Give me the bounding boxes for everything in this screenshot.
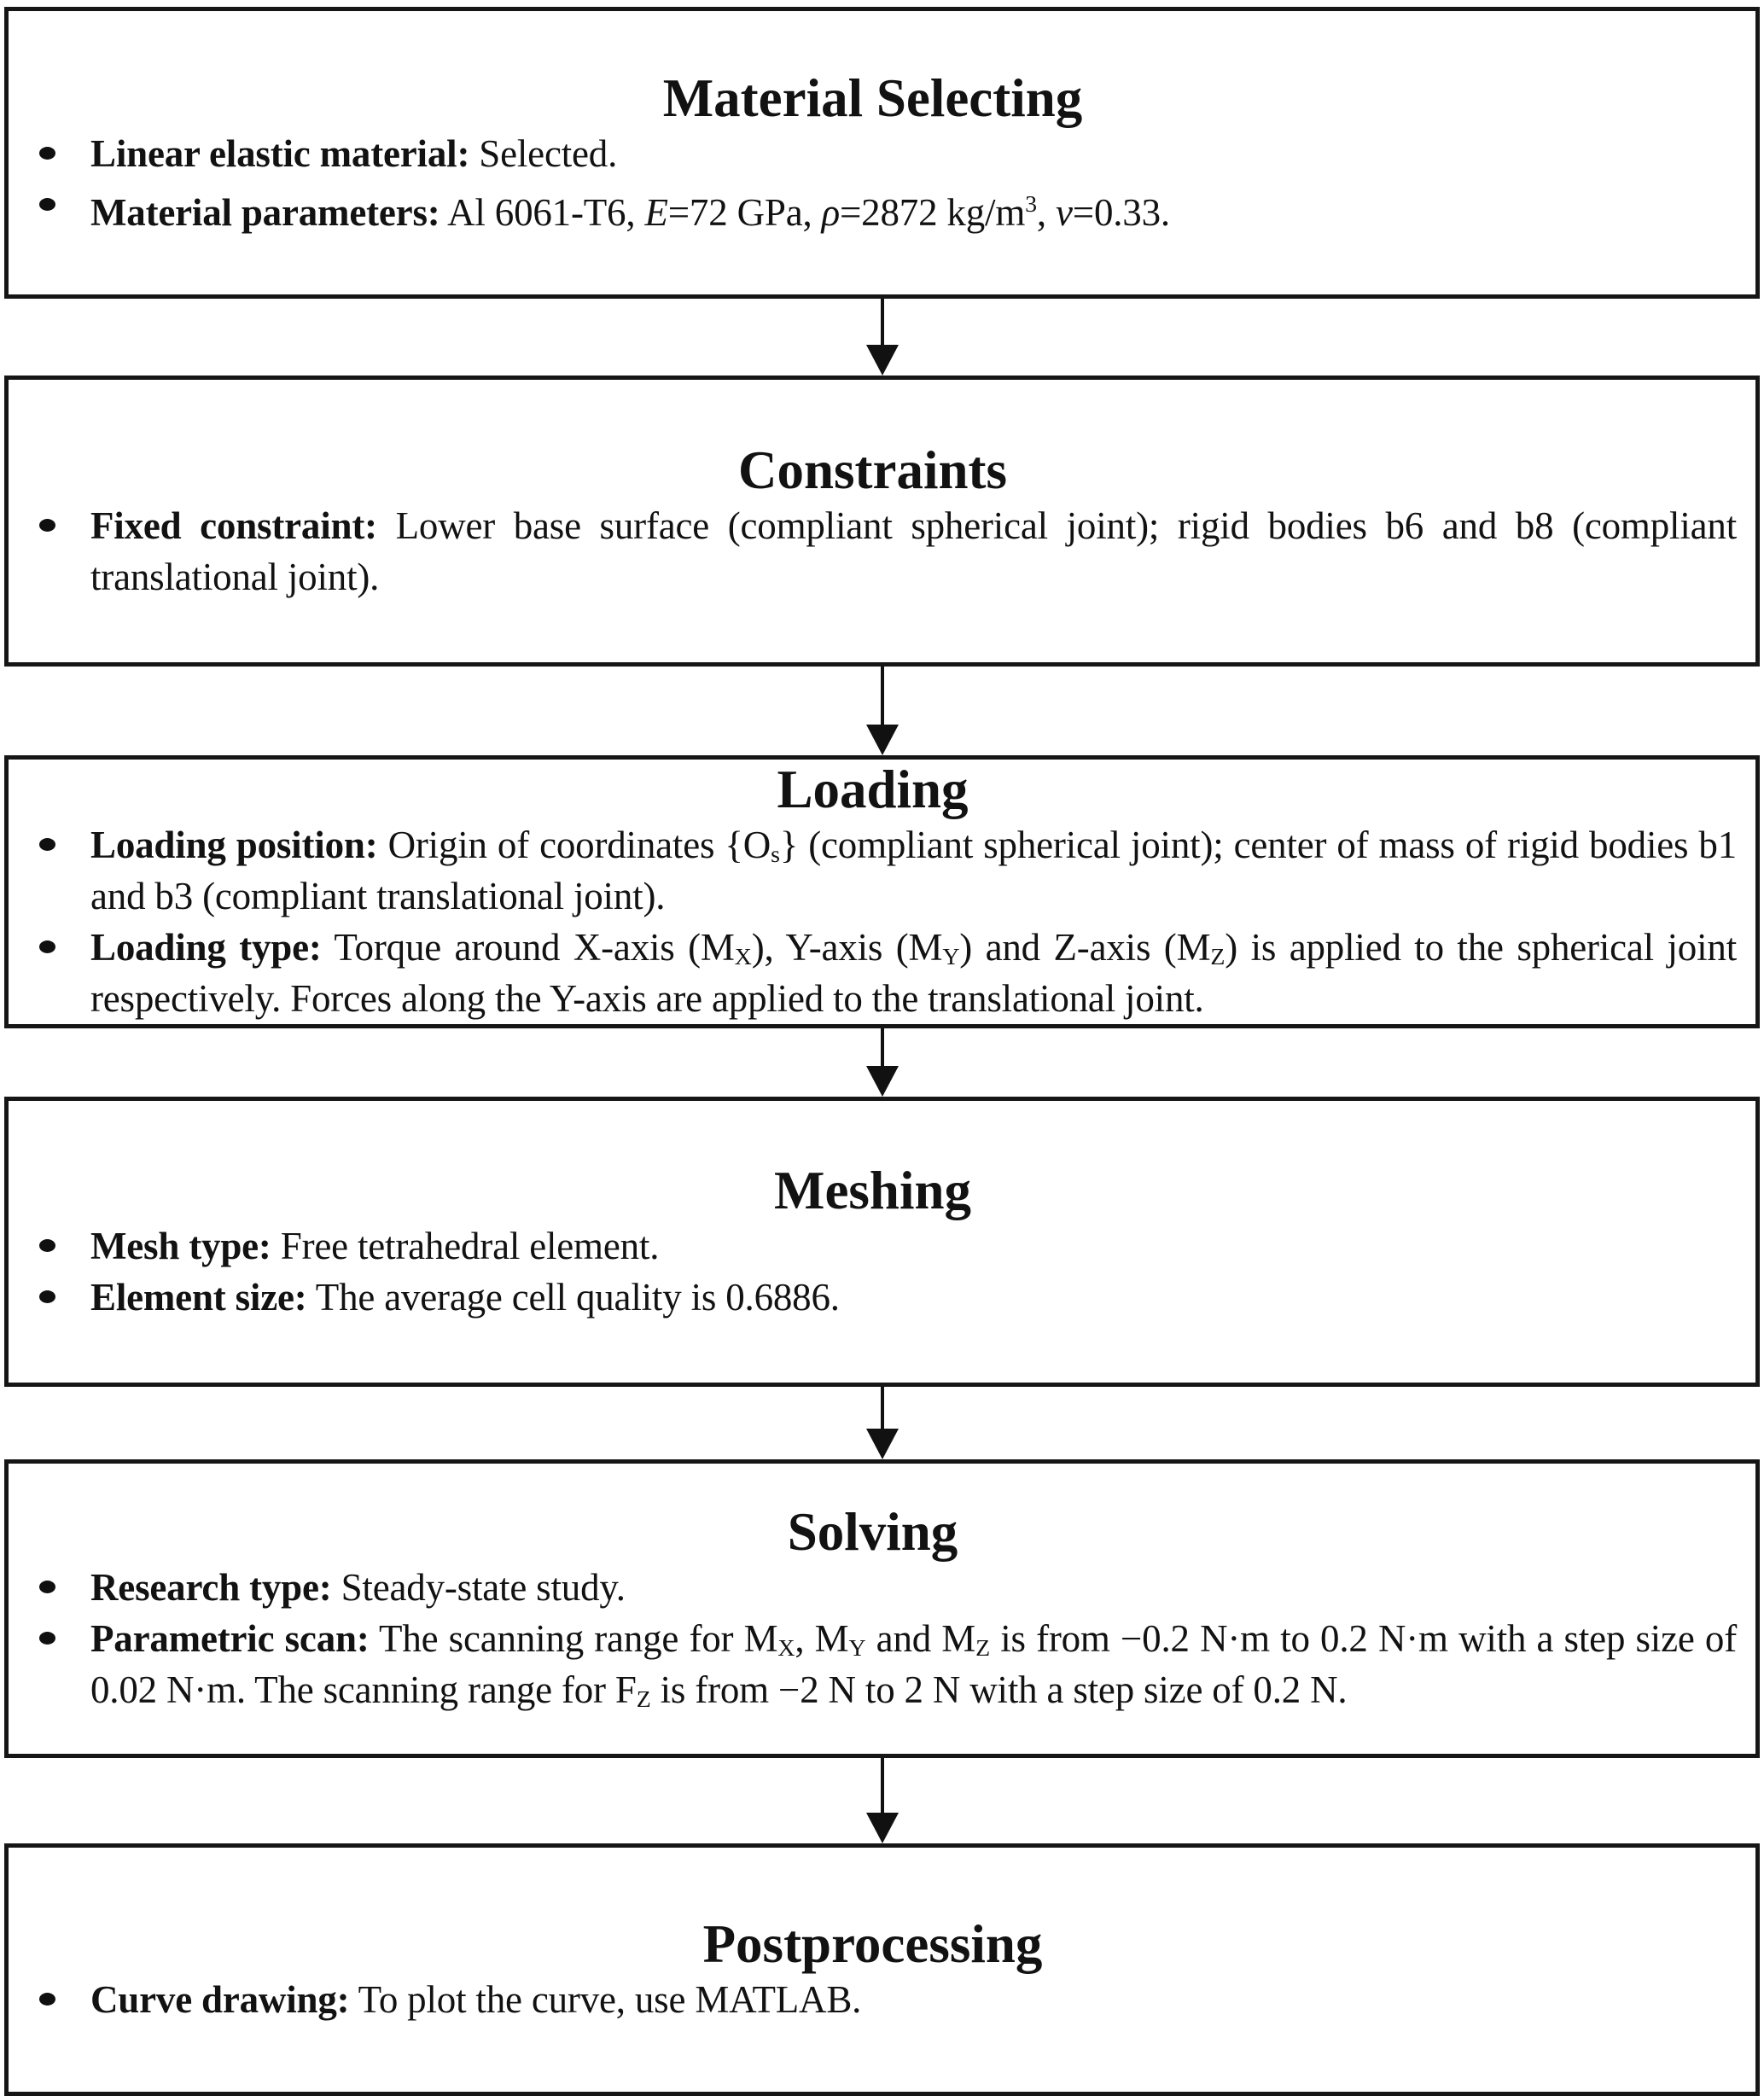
flow-box: Constraints Fixed constraint: Lower base… xyxy=(4,376,1760,667)
bullet-item: Research type: Steady-state study. xyxy=(9,1562,1737,1613)
flow-arrow xyxy=(4,1758,1760,1843)
box-title: Constraints xyxy=(737,440,1008,500)
flow-arrow xyxy=(4,1028,1760,1097)
box-title: Material Selecting xyxy=(662,67,1083,128)
bullet-text-segment: =2872 kg/m xyxy=(839,190,1026,234)
bullet-list: Fixed constraint: Lower base surface (co… xyxy=(9,500,1737,603)
bullet-text-segment: =72 GPa, xyxy=(667,190,822,234)
bullet-text-segment: Y xyxy=(848,1635,866,1662)
bullet-text-segment: Element size: xyxy=(90,1276,307,1319)
box-title: Meshing xyxy=(773,1161,972,1220)
arrow-stem-icon xyxy=(880,667,884,725)
bullet-text-segment: Steady-state study. xyxy=(331,1566,626,1609)
bullet-text-segment: X xyxy=(777,1635,795,1662)
bullet-list: Loading position: Origin of coordinates … xyxy=(9,819,1737,1024)
flow-arrow xyxy=(4,299,1760,376)
bullet-item: Linear elastic material: Selected. xyxy=(9,128,1737,179)
bullet-text-segment: , xyxy=(1036,190,1056,234)
bullet-text-segment: Loading type: xyxy=(90,926,322,969)
arrow-stem-icon xyxy=(880,1028,884,1066)
bullet-text-segment: Fixed constraint: xyxy=(90,504,377,547)
bullet-list: Linear elastic material: Selected.Materi… xyxy=(9,128,1737,238)
bullet-text-segment: Mesh type: xyxy=(90,1225,271,1267)
bullet-text-segment: Origin of coordinates {O xyxy=(377,824,771,866)
bullet-text-segment: Z xyxy=(1210,944,1225,971)
bullet-text-segment: ), Y-axis (M xyxy=(751,926,943,969)
bullet-text-segment: Loading position: xyxy=(90,824,378,866)
bullet-text-segment: Y xyxy=(942,944,960,971)
bullet-list: Research type: Steady-state study.Parame… xyxy=(9,1562,1737,1715)
bullet-item: Material parameters: Al 6061-T6, E=72 GP… xyxy=(9,179,1737,238)
bullet-text-segment: The average cell quality is 0.6886. xyxy=(306,1276,840,1319)
bullet-text-segment: and M xyxy=(865,1617,976,1660)
arrow-stem-icon xyxy=(880,1758,884,1813)
bullet-text-segment: E xyxy=(644,190,668,234)
arrow-stem-icon xyxy=(880,1387,884,1429)
bullet-text-segment: Torque around X-axis (M xyxy=(321,926,735,969)
bullet-text-segment: Z xyxy=(975,1635,990,1662)
flow-box: Solving Research type: Steady-state stud… xyxy=(4,1459,1760,1758)
bullet-text-segment: is from −2 N to 2 N with a step size of … xyxy=(650,1668,1348,1711)
bullet-text-segment: ν xyxy=(1055,190,1073,234)
bullet-text-segment: To plot the curve, use MATLAB. xyxy=(349,1978,862,2021)
bullet-list: Curve drawing: To plot the curve, use MA… xyxy=(9,1974,1737,2025)
bullet-text-segment: =0.33. xyxy=(1072,190,1170,234)
bullet-item: Parametric scan: The scanning range for … xyxy=(9,1613,1737,1715)
arrow-down-icon xyxy=(865,725,899,755)
bullet-text-segment: X xyxy=(734,944,752,971)
bullet-text-segment: The scanning range for M xyxy=(369,1617,778,1660)
bullet-text-segment: ρ xyxy=(821,190,841,234)
bullet-text-segment: s xyxy=(771,841,780,869)
box-title: Solving xyxy=(787,1502,958,1562)
bullet-item: Curve drawing: To plot the curve, use MA… xyxy=(9,1974,1737,2025)
arrow-down-icon xyxy=(865,1813,899,1843)
flow-box: Material Selecting Linear elastic materi… xyxy=(4,7,1760,299)
bullet-text-segment: Al 6061-T6, xyxy=(440,190,645,234)
bullet-item: Fixed constraint: Lower base surface (co… xyxy=(9,500,1737,603)
box-title: Postprocessing xyxy=(702,1914,1043,1974)
box-title: Loading xyxy=(777,760,969,819)
bullet-text-segment: Research type: xyxy=(90,1566,332,1609)
bullet-text-segment: Curve drawing: xyxy=(90,1978,350,2021)
arrow-stem-icon xyxy=(880,299,884,345)
bullet-text-segment: } (compliant spherical joint); center of… xyxy=(90,824,1738,917)
flow-box: Loading Loading position: Origin of coor… xyxy=(4,755,1760,1028)
arrow-down-icon xyxy=(865,1066,899,1097)
flow-arrow xyxy=(4,1387,1760,1459)
bullet-text-segment: Material parameters: xyxy=(90,190,440,234)
bullet-item: Loading position: Origin of coordinates … xyxy=(9,819,1737,922)
bullet-text-segment: , M xyxy=(795,1617,849,1660)
arrow-down-icon xyxy=(865,345,899,376)
bullet-text-segment: ) and Z-axis (M xyxy=(959,926,1211,969)
flow-box: Postprocessing Curve drawing: To plot th… xyxy=(4,1843,1760,2096)
bullet-text-segment: Free tetrahedral element. xyxy=(271,1225,660,1267)
bullet-text-segment: ) is applied to the spherical joint resp… xyxy=(90,926,1738,1020)
bullet-text-segment: Linear elastic material: xyxy=(90,131,470,175)
bullet-text-segment: Lower base surface (compliant spherical … xyxy=(90,504,1738,598)
bullet-item: Element size: The average cell quality i… xyxy=(9,1272,1737,1323)
bullet-list: Mesh type: Free tetrahedral element.Elem… xyxy=(9,1220,1737,1323)
bullet-text-segment: Selected. xyxy=(469,131,618,175)
flow-box: Meshing Mesh type: Free tetrahedral elem… xyxy=(4,1097,1760,1387)
bullet-text-segment: Z xyxy=(636,1686,651,1714)
bullet-text-segment: is from −0.2 N·m to 0.2 N·m with a step … xyxy=(90,1617,1737,1711)
bullet-item: Loading type: Torque around X-axis (MX),… xyxy=(9,922,1737,1024)
bullet-text-segment: 3 xyxy=(1025,190,1037,218)
arrow-down-icon xyxy=(865,1429,899,1459)
bullet-text-segment: Parametric scan: xyxy=(90,1617,370,1660)
flow-arrow xyxy=(4,667,1760,755)
bullet-item: Mesh type: Free tetrahedral element. xyxy=(9,1220,1737,1272)
